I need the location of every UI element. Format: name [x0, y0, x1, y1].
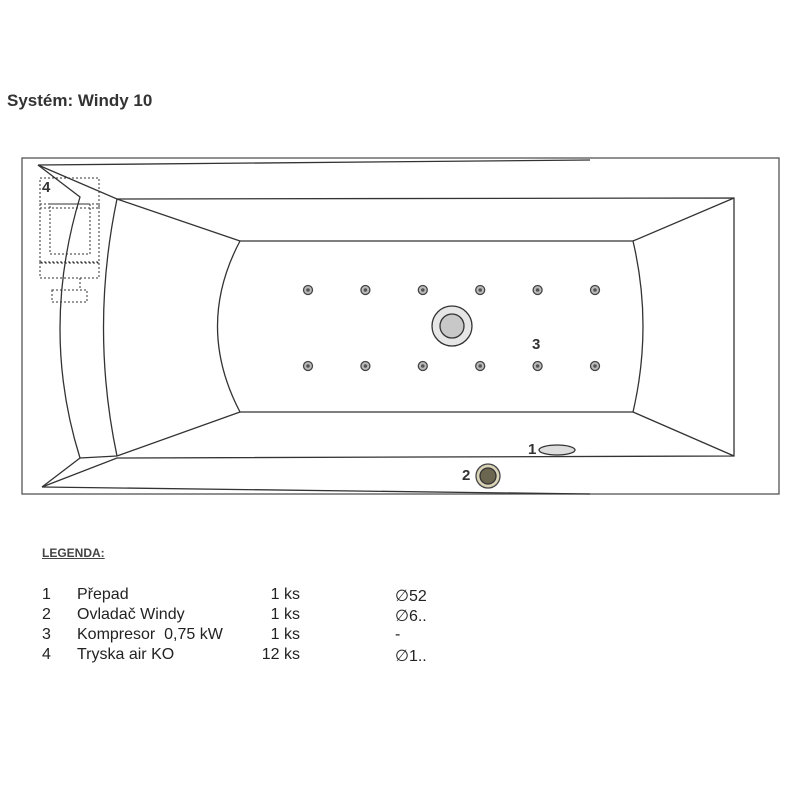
legend-dim: ∅1.. — [395, 648, 427, 665]
basin — [216, 240, 644, 413]
callout-1: 1 — [528, 441, 537, 458]
page-title: Systém: Windy 10 — [7, 91, 153, 110]
air-jet-center — [363, 364, 368, 368]
compressor-inner — [439, 313, 465, 339]
callout-4: 4 — [42, 179, 51, 196]
bottom-edge — [41, 486, 591, 495]
rim — [37, 164, 735, 488]
air-jet-center — [421, 288, 425, 292]
top-edge — [37, 159, 591, 166]
basin-slopes — [116, 197, 735, 457]
head-rest-curve — [102, 198, 118, 457]
legend-num: 4 — [42, 646, 51, 663]
air-jet-center — [593, 288, 597, 292]
legend-dim: ∅52 — [395, 588, 427, 605]
legend-num: 3 — [42, 626, 51, 643]
outer-frame — [21, 157, 780, 495]
legend-qty: 12 ks — [261, 646, 300, 663]
air-jet-center — [593, 364, 597, 368]
blower-outline — [39, 177, 100, 303]
legend-name: Přepad — [77, 586, 129, 603]
callout-2: 2 — [462, 467, 471, 484]
air-jet-center — [363, 288, 368, 292]
callout-3: 3 — [532, 336, 541, 353]
legend-qty: 1 ks — [270, 586, 300, 603]
legend-qty: 1 ks — [270, 626, 300, 643]
legend-dim: - — [395, 626, 401, 643]
legend-num: 1 — [42, 586, 51, 603]
legend-name: Kompresor 0,75 kW — [77, 626, 223, 643]
legend-heading: LEGENDA: — [42, 546, 105, 560]
rim-joint — [79, 455, 118, 459]
controller-knob — [479, 467, 497, 485]
legend-num: 2 — [42, 606, 51, 623]
air-jet-center — [478, 364, 483, 368]
legend-dim: ∅6.. — [395, 608, 427, 625]
air-jet-center — [306, 364, 310, 368]
air-jet-center — [421, 364, 425, 368]
air-jet-center — [535, 288, 540, 292]
overflow-icon — [538, 444, 576, 456]
air-jet-center — [478, 288, 483, 292]
legend-name: Tryska air KO — [77, 646, 175, 663]
air-jets — [302, 284, 601, 372]
air-jet-center — [535, 364, 540, 368]
head-rim — [37, 164, 81, 488]
air-jet-center — [306, 288, 310, 292]
legend-name: Ovladač Windy — [77, 606, 185, 623]
legend-qty: 1 ks — [270, 606, 300, 623]
